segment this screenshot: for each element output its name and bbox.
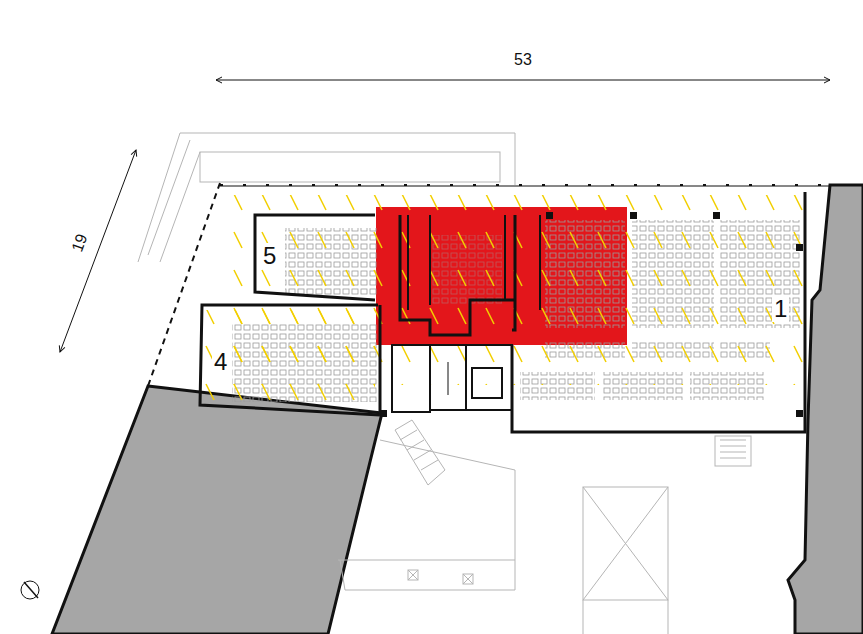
room-number: 5 xyxy=(261,243,278,269)
columns xyxy=(380,212,803,417)
walls xyxy=(148,183,830,432)
light-pattern xyxy=(205,195,808,405)
dimension-line xyxy=(216,80,830,81)
neighbour-building xyxy=(52,386,382,634)
room-number: 4 xyxy=(212,349,229,375)
north-arrow xyxy=(21,581,39,599)
room-number: 1 xyxy=(772,296,789,322)
dimension-line xyxy=(60,150,136,352)
dimension-value: 19 xyxy=(68,230,92,257)
dimension-value: 53 xyxy=(512,51,534,69)
